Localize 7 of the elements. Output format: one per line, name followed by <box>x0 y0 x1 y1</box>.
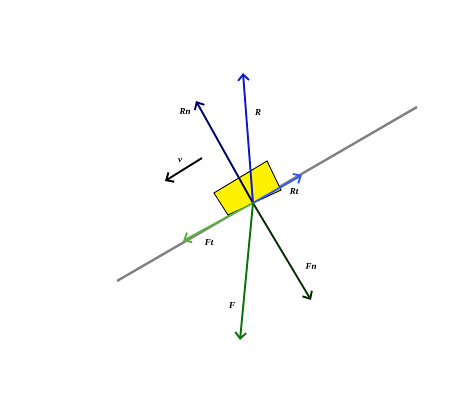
force-label: v <box>178 158 182 162</box>
force-label: Rt <box>290 188 298 194</box>
force-label: Ft <box>204 239 214 245</box>
force-label: Rn <box>179 108 190 114</box>
force-label: Fn <box>305 263 316 269</box>
force-label: F <box>228 302 235 308</box>
force-label: R <box>254 109 261 115</box>
